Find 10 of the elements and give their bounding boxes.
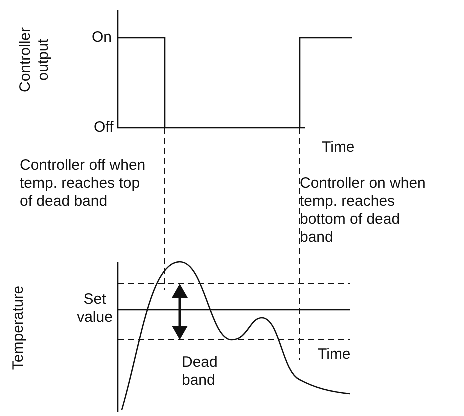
axis-label: Dead band xyxy=(182,354,219,390)
axis-label: Set value xyxy=(76,291,114,327)
tick-label: Off xyxy=(94,119,115,137)
axis-label: Time xyxy=(322,139,356,157)
annotation: Controller on when temp. reaches bottom of dead band xyxy=(300,175,427,247)
tick-label: On xyxy=(92,29,114,47)
axis-label: Time xyxy=(318,346,352,364)
axis-label: Temperature xyxy=(10,284,28,372)
axis-label: Controller output xyxy=(17,26,53,95)
annotation: Controller off when temp. reaches top of dead band xyxy=(20,157,147,211)
